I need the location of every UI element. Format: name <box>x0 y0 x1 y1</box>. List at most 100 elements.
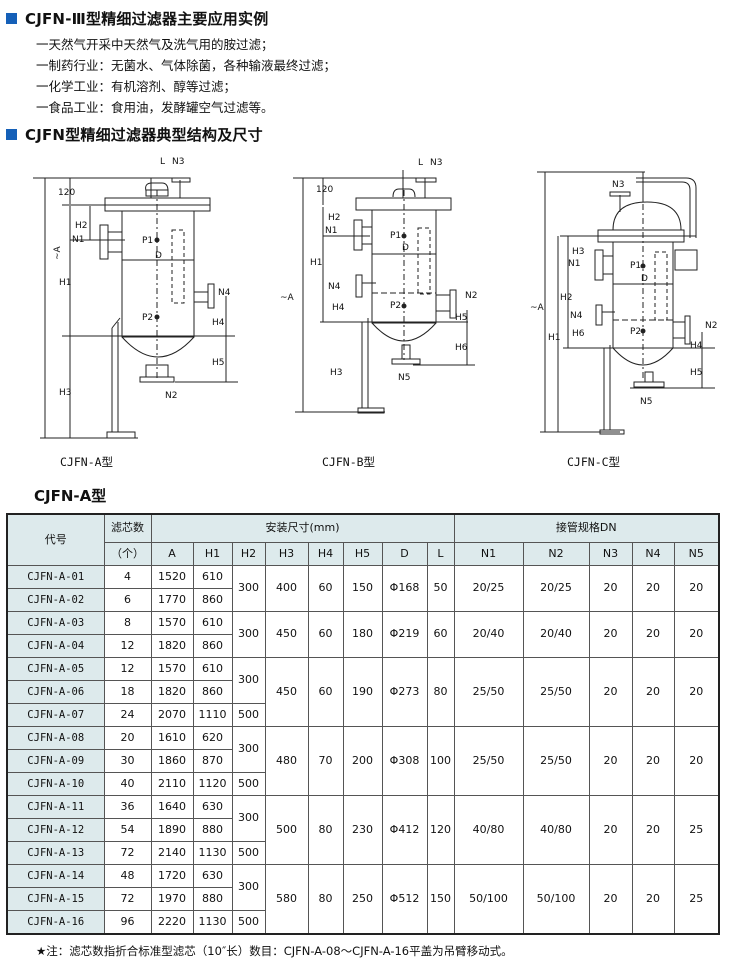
dim-label: H3 <box>59 388 72 398</box>
port-label: N2 <box>705 321 717 331</box>
cell-n1: 25/50 <box>453 656 524 727</box>
cell-n2: 20/40 <box>522 610 590 658</box>
cell-h5: 200 <box>342 725 383 796</box>
cell-a: 2110 <box>150 771 194 796</box>
cell-a: 1820 <box>150 633 194 658</box>
header-col: H1 <box>192 541 233 566</box>
cell-h5: 250 <box>342 863 383 934</box>
cell-count: 30 <box>103 748 152 773</box>
application-list: 一天然气开采中天然气及洗气用的胺过滤； 一制药行业：无菌水、气体除菌，各种输液最… <box>36 34 336 118</box>
cell-code: CJFN-A-08 <box>6 725 105 750</box>
section-title-structure: CJFN型精细过滤器典型结构及尺寸 <box>6 124 263 145</box>
cell-n5: 25 <box>673 794 720 865</box>
dim-label: ~A <box>53 245 63 260</box>
cell-h1: 610 <box>192 564 233 589</box>
port-label: N4 <box>218 288 231 298</box>
dim-label: D <box>155 251 162 261</box>
cell-count: 6 <box>103 587 152 612</box>
cell-h2: 500 <box>231 771 266 796</box>
cell-l: 120 <box>426 794 455 865</box>
cell-code: CJFN-A-02 <box>6 587 105 612</box>
port-label: N2 <box>465 291 477 301</box>
cell-a: 1720 <box>150 863 194 888</box>
cell-h1: 870 <box>192 748 233 773</box>
cell-h4: 80 <box>307 794 344 865</box>
cell-a: 1640 <box>150 794 194 819</box>
cell-n5: 20 <box>673 610 720 658</box>
dim-label: H2 <box>75 221 88 231</box>
spec-table: 代号 滤芯数 安装尺寸(mm) 接管规格DN （个） A H1 H2 H3 H4… <box>6 513 720 935</box>
cell-n4: 20 <box>631 794 675 865</box>
cell-n2: 40/80 <box>522 794 590 865</box>
point-label: P1 <box>630 261 641 271</box>
header-install: 安装尺寸(mm) <box>150 513 455 543</box>
cell-count: 4 <box>103 564 152 589</box>
section-title-text: CJFN型精细过滤器典型结构及尺寸 <box>25 126 263 144</box>
cell-n4: 20 <box>631 725 675 796</box>
dim-label: 120 <box>316 185 333 195</box>
header-col: N3 <box>588 541 633 566</box>
diagram-cjfn-b: L ~A H1 H2 H3 H4 H5 H6 120 N1 N2 N3 N4 N… <box>280 158 477 414</box>
dim-label: H5 <box>690 368 703 378</box>
cell-h1: 860 <box>192 633 233 658</box>
cell-d: Φ168 <box>381 564 428 612</box>
cell-code: CJFN-A-13 <box>6 840 105 865</box>
list-item: 一食品工业：食用油，发酵罐空气过滤等。 <box>36 100 274 115</box>
cell-a: 2220 <box>150 909 194 934</box>
dim-label: H6 <box>572 329 585 339</box>
cell-code: CJFN-A-14 <box>6 863 105 888</box>
cell-h5: 180 <box>342 610 383 658</box>
cell-h2: 300 <box>231 610 266 658</box>
cell-n4: 20 <box>631 564 675 612</box>
cell-h3: 480 <box>264 725 309 796</box>
cell-n4: 20 <box>631 863 675 934</box>
dim-label: ~A <box>280 293 295 303</box>
header-col: L <box>426 541 455 566</box>
cell-n1: 20/40 <box>453 610 524 658</box>
cell-count: 48 <box>103 863 152 888</box>
cell-code: CJFN-A-10 <box>6 771 105 796</box>
cell-count: 36 <box>103 794 152 819</box>
port-label: N3 <box>430 158 442 168</box>
cell-h1: 610 <box>192 656 233 681</box>
cell-h3: 450 <box>264 610 309 658</box>
cell-a: 1770 <box>150 587 194 612</box>
dim-label: H4 <box>212 318 225 328</box>
cell-n3: 20 <box>588 794 633 865</box>
dim-label: D <box>641 274 648 284</box>
cell-a: 1820 <box>150 679 194 704</box>
cell-d: Φ512 <box>381 863 428 934</box>
cell-code: CJFN-A-03 <box>6 610 105 635</box>
square-bullet-icon <box>6 13 17 24</box>
cell-d: Φ308 <box>381 725 428 796</box>
cell-code: CJFN-A-16 <box>6 909 105 934</box>
header-code: 代号 <box>6 513 105 566</box>
list-item: 一化学工业：有机溶剂、醇等过滤； <box>36 79 237 94</box>
diagram-cjfn-c: ~A H1 H2 H3 H4 H5 H6 N1 N2 N3 N4 N5 P1 P… <box>530 171 717 435</box>
dim-label: H4 <box>690 341 703 351</box>
cell-code: CJFN-A-07 <box>6 702 105 727</box>
cell-l: 80 <box>426 656 455 727</box>
cell-h1: 620 <box>192 725 233 750</box>
cell-h1: 860 <box>192 679 233 704</box>
header-col: H4 <box>307 541 344 566</box>
cell-h3: 450 <box>264 656 309 727</box>
cell-h4: 60 <box>307 610 344 658</box>
cell-a: 1860 <box>150 748 194 773</box>
dim-label: H4 <box>332 303 345 313</box>
cell-code: CJFN-A-11 <box>6 794 105 819</box>
cell-l: 50 <box>426 564 455 612</box>
cell-h3: 580 <box>264 863 309 934</box>
cell-count: 40 <box>103 771 152 796</box>
cell-h1: 860 <box>192 587 233 612</box>
